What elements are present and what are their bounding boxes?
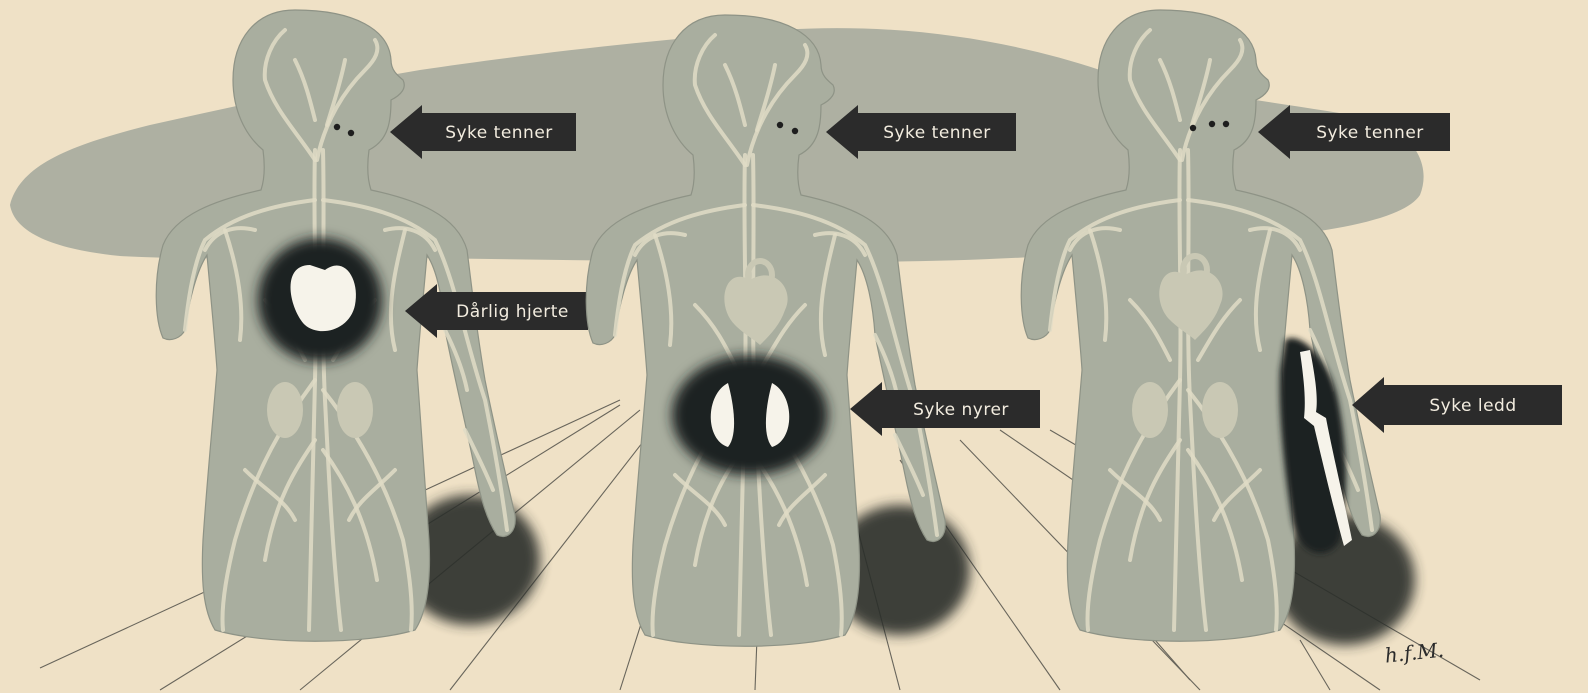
- kidney-left-shape: [1132, 382, 1168, 438]
- heart-arrow: Dårlig hjerte: [405, 284, 588, 338]
- kidney-left-shape: [267, 382, 303, 438]
- tooth-mark: [792, 128, 798, 134]
- arrow-label: Dårlig hjerte: [456, 301, 569, 322]
- kidneys-arrow: Syke nyrer: [850, 382, 1040, 436]
- teeth-arrow: Syke tenner: [826, 105, 1016, 159]
- tooth-mark: [777, 122, 783, 128]
- tooth-mark: [1209, 121, 1215, 127]
- arrow-label: Syke nyrer: [913, 400, 1009, 420]
- tooth-mark: [1223, 121, 1229, 127]
- figure-3: Syke tennerSyke ledd: [1021, 10, 1562, 645]
- arrow-label: Syke tenner: [445, 123, 553, 143]
- tooth-mark: [334, 124, 340, 130]
- arrow-label: Syke tenner: [883, 123, 991, 143]
- signature: h.f.M.: [1384, 638, 1445, 668]
- tooth-mark: [1190, 125, 1196, 131]
- arrow-label: Syke tenner: [1316, 123, 1424, 143]
- infection-halo: [672, 355, 828, 475]
- tooth-mark: [348, 130, 354, 136]
- teeth-arrow: Syke tenner: [390, 105, 576, 159]
- teeth-arrow: Syke tenner: [1258, 105, 1450, 159]
- arrow-label: Syke ledd: [1429, 396, 1516, 416]
- joint-arrow: Syke ledd: [1352, 377, 1562, 433]
- kidney-right-shape: [337, 382, 373, 438]
- kidney-right-shape: [1202, 382, 1238, 438]
